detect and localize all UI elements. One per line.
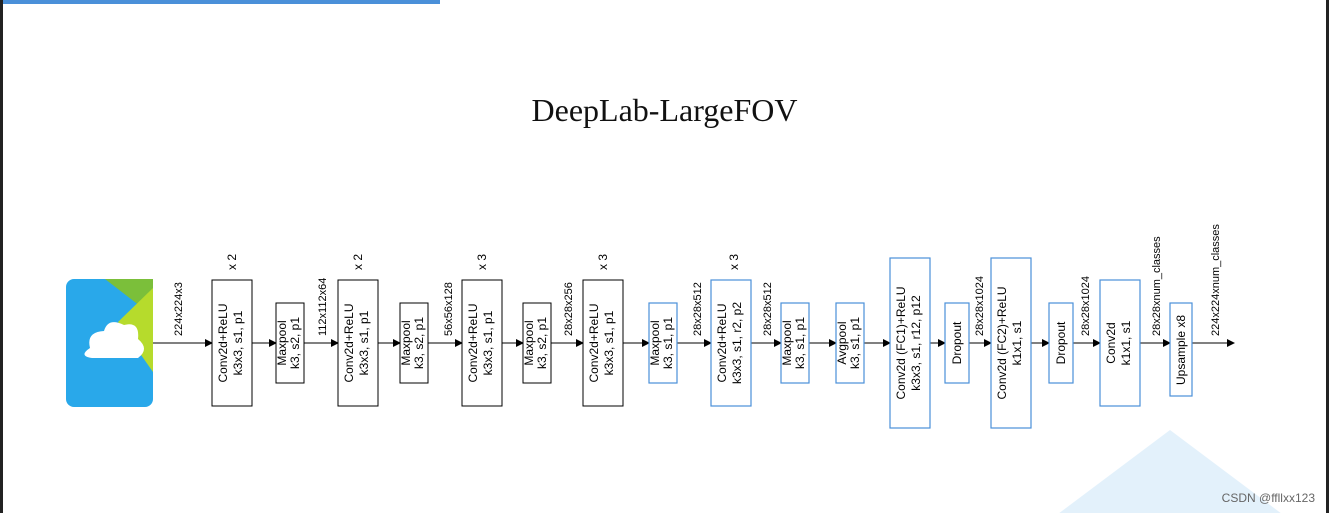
maxpool-block-5 (780, 302, 810, 384)
repeat-marker: x 3 (596, 254, 610, 270)
dropout-block-2 (1048, 302, 1074, 384)
dimension-label: 28x28x1024 (1080, 276, 1092, 336)
block-label: Maxpool (399, 320, 413, 365)
repeat-marker: x 2 (225, 254, 239, 270)
block-label: Maxpool (275, 320, 289, 365)
box-labels: Conv2d+ReLU k3x3, s1, p1 Maxpool k3, s2,… (216, 286, 1188, 399)
block-label: k1x1, s1 (1010, 320, 1024, 365)
dropout-block-1 (944, 302, 970, 384)
block-label: Avgpool (835, 321, 849, 364)
dimension-labels: 224x224x3 112x112x64 56x56x128 28x28x256… (173, 224, 1222, 336)
fc1-block (889, 257, 931, 429)
block-label: k3, s1, p1 (793, 317, 807, 369)
block-label: Conv2d+ReLU (466, 303, 480, 382)
block-label: k3, s2, p1 (288, 317, 302, 369)
repeat-marker: x 2 (351, 254, 365, 270)
conv-block-4 (582, 279, 624, 407)
block-label: Conv2d+ReLU (216, 303, 230, 382)
maxpool-block-4 (648, 302, 678, 384)
block-label: k1x1, s1 (1119, 320, 1133, 365)
maxpool-block-3 (522, 302, 552, 384)
right-border (1326, 0, 1329, 513)
left-border (0, 0, 3, 513)
dimension-label: 56x56x128 (443, 282, 455, 336)
output-dimension-label: 224x224xnum_classes (1210, 224, 1222, 336)
block-label: Conv2d+ReLU (715, 303, 729, 382)
classifier-conv-block (1099, 279, 1141, 407)
watermark: CSDN @ffllxx123 (1221, 491, 1315, 505)
block-label: k3x3, s1, p1 (357, 310, 371, 375)
avgpool-block (835, 302, 865, 384)
dimension-label: 112x112x64 (317, 278, 329, 336)
block-label: Conv2d+ReLU (342, 303, 356, 382)
conv-block-3 (461, 279, 503, 407)
block-label: Upsample x8 (1174, 315, 1188, 385)
block-label: k3x3, s1, r12, p12 (909, 295, 923, 391)
repeat-marker: x 3 (475, 254, 489, 270)
dimension-label: 28x28xnum_classes (1151, 236, 1163, 336)
block-label: Maxpool (780, 320, 794, 365)
conv-block-1 (211, 279, 253, 407)
atrous-conv-block (710, 279, 752, 407)
decorative-triangle (1050, 430, 1290, 513)
block-label: k3, s1, p1 (848, 317, 862, 369)
block-label: Conv2d (FC2)+ReLU (995, 286, 1009, 399)
fc2-block (990, 257, 1032, 429)
block-label: k3x3, s1, p1 (602, 310, 616, 375)
block-label: Conv2d (1104, 322, 1118, 363)
maxpool-block-2 (399, 302, 429, 384)
block-label: Dropout (950, 321, 964, 364)
diagram-title: DeepLab-LargeFOV (531, 92, 798, 128)
top-accent-bar (0, 0, 440, 4)
maxpool-block-1 (275, 302, 305, 384)
conv-block-2 (337, 279, 379, 407)
block-label: k3x3, s1, r2, p2 (730, 302, 744, 384)
block-label: k3, s2, p1 (412, 317, 426, 369)
block-label: Dropout (1054, 321, 1068, 364)
upsample-block (1169, 302, 1193, 397)
layer-boxes (211, 257, 1193, 429)
dimension-label: 28x28x256 (563, 282, 575, 336)
dimension-label: 28x28x512 (762, 282, 774, 336)
block-label: Maxpool (648, 320, 662, 365)
block-label: Maxpool (522, 320, 536, 365)
block-label: Conv2d (FC1)+ReLU (894, 286, 908, 399)
block-label: k3, s1, p1 (661, 317, 675, 369)
block-label: k3x3, s1, p1 (481, 310, 495, 375)
block-label: k3, s2, p1 (535, 317, 549, 369)
block-label: Conv2d+ReLU (587, 303, 601, 382)
dimension-label: 28x28x512 (692, 282, 704, 336)
repeat-markers: x 2 x 2 x 3 x 3 x 3 (225, 254, 741, 270)
image-icon (66, 279, 153, 407)
dimension-label: 28x28x1024 (974, 276, 986, 336)
block-label: k3x3, s1, p1 (231, 310, 245, 375)
repeat-marker: x 3 (727, 254, 741, 270)
dimension-label: 224x224x3 (173, 282, 185, 336)
